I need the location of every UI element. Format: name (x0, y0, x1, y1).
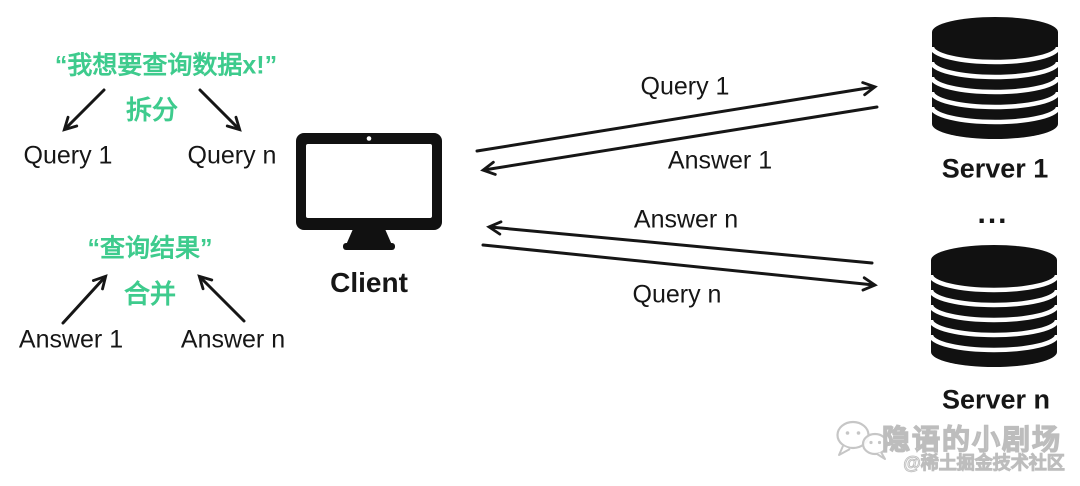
merge-arrow-right (197, 274, 246, 323)
split-arrow-right (198, 88, 242, 132)
queryn-subrequest-label: Query n (187, 141, 277, 170)
answern-part-label: Answer n (180, 325, 286, 354)
wechat-icon (836, 420, 889, 460)
arrow-answern-to-client (486, 220, 874, 265)
answer1-part-label: Answer 1 (18, 325, 124, 354)
channel-answern-label: Answer n (633, 205, 739, 234)
arrow-answer1-to-client (480, 105, 879, 176)
channel-answer1-label: Answer 1 (667, 146, 773, 175)
client-label: Client (330, 267, 408, 298)
request-quote-text: “我想要查询数据x!” (54, 51, 278, 80)
server1-label: Server 1 (941, 153, 1049, 184)
watermark-title: 隐语的小剧场 (881, 423, 1063, 455)
split-label: 拆分 (125, 95, 179, 125)
arrow-query1-to-server1 (475, 81, 878, 153)
merge-arrow-left (61, 274, 108, 325)
channel-query1-label: Query 1 (640, 72, 730, 101)
merge-label: 合并 (123, 279, 177, 309)
watermark-handle: @稀土掘金技术社区 (903, 453, 1065, 474)
result-quote-text: “查询结果” (87, 234, 213, 263)
database-icon (929, 17, 1061, 139)
database-icon (928, 245, 1060, 367)
monitor-icon (296, 133, 442, 250)
channel-queryn-label: Query n (632, 280, 722, 309)
split-arrow-left (62, 88, 106, 132)
query1-subrequest-label: Query 1 (23, 141, 113, 170)
servern-label: Server n (941, 384, 1051, 415)
servers-ellipsis: ... (977, 197, 1009, 230)
arrow-queryn-to-servern (481, 243, 878, 292)
